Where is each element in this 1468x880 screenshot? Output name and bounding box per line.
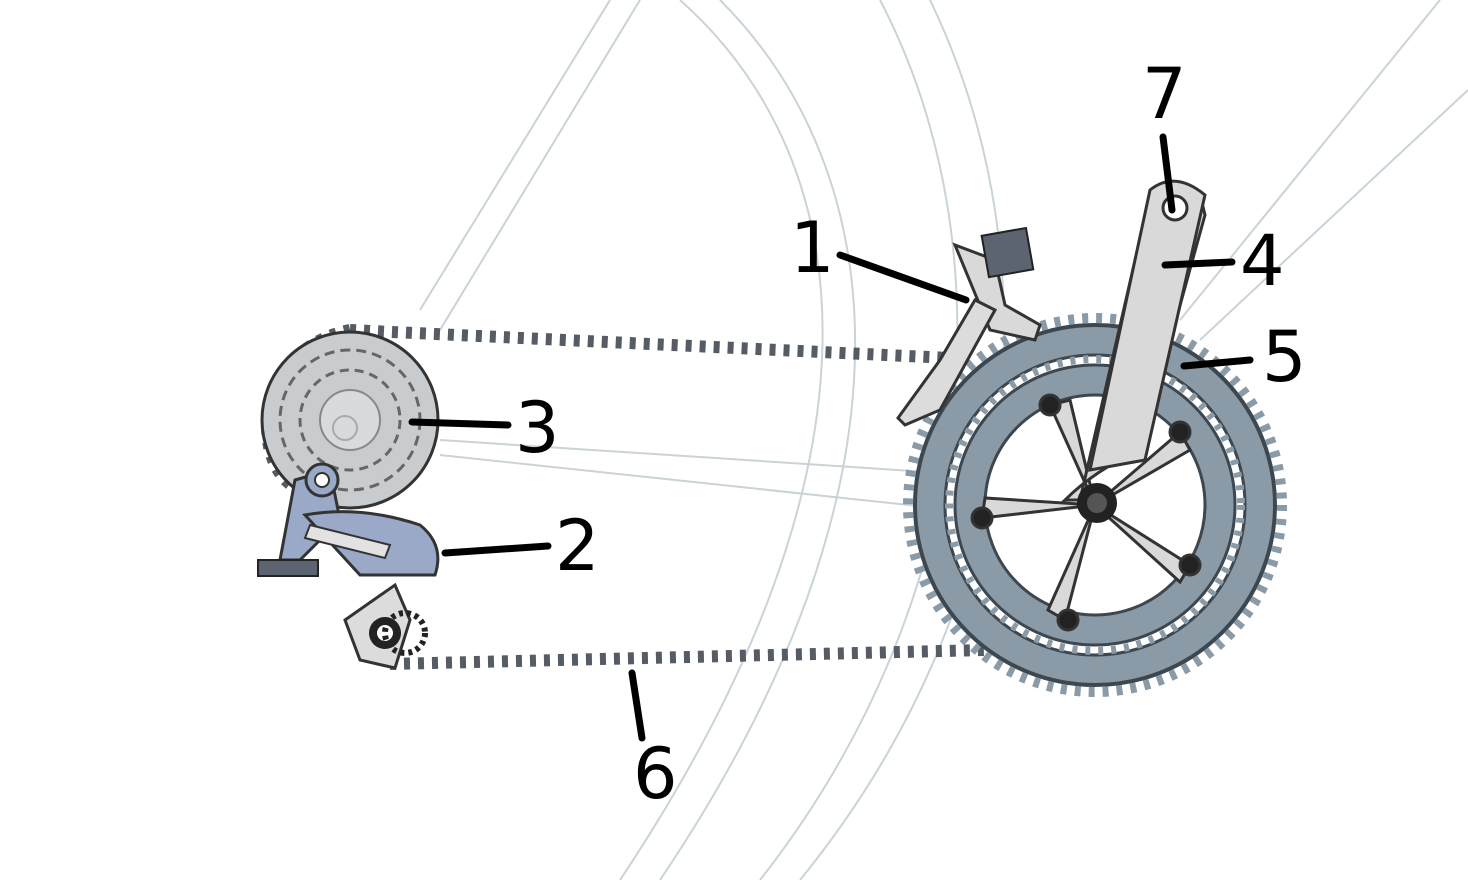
leader-5 (1180, 356, 1254, 370)
leader-7 (1159, 133, 1176, 214)
front-derailleur (896, 226, 1042, 427)
leader-2 (441, 542, 552, 557)
crank-spider (970, 393, 1202, 632)
callout-7: 7 (1142, 53, 1187, 135)
callout-1: 1 (790, 207, 835, 289)
callout-4: 4 (1240, 220, 1285, 302)
leader-1 (836, 251, 970, 304)
leader-6 (628, 669, 646, 742)
rear-derailleur (257, 462, 440, 670)
callout-6: 6 (633, 733, 678, 815)
chain (261, 324, 986, 670)
callout-5: 5 (1262, 316, 1307, 398)
callout-2: 2 (555, 505, 600, 587)
leader-lines (408, 133, 1254, 742)
callout-numbers: 1 2 3 4 5 6 7 (515, 53, 1307, 815)
leader-4 (1161, 258, 1236, 269)
callout-3: 3 (515, 387, 560, 469)
leader-3 (408, 418, 512, 429)
